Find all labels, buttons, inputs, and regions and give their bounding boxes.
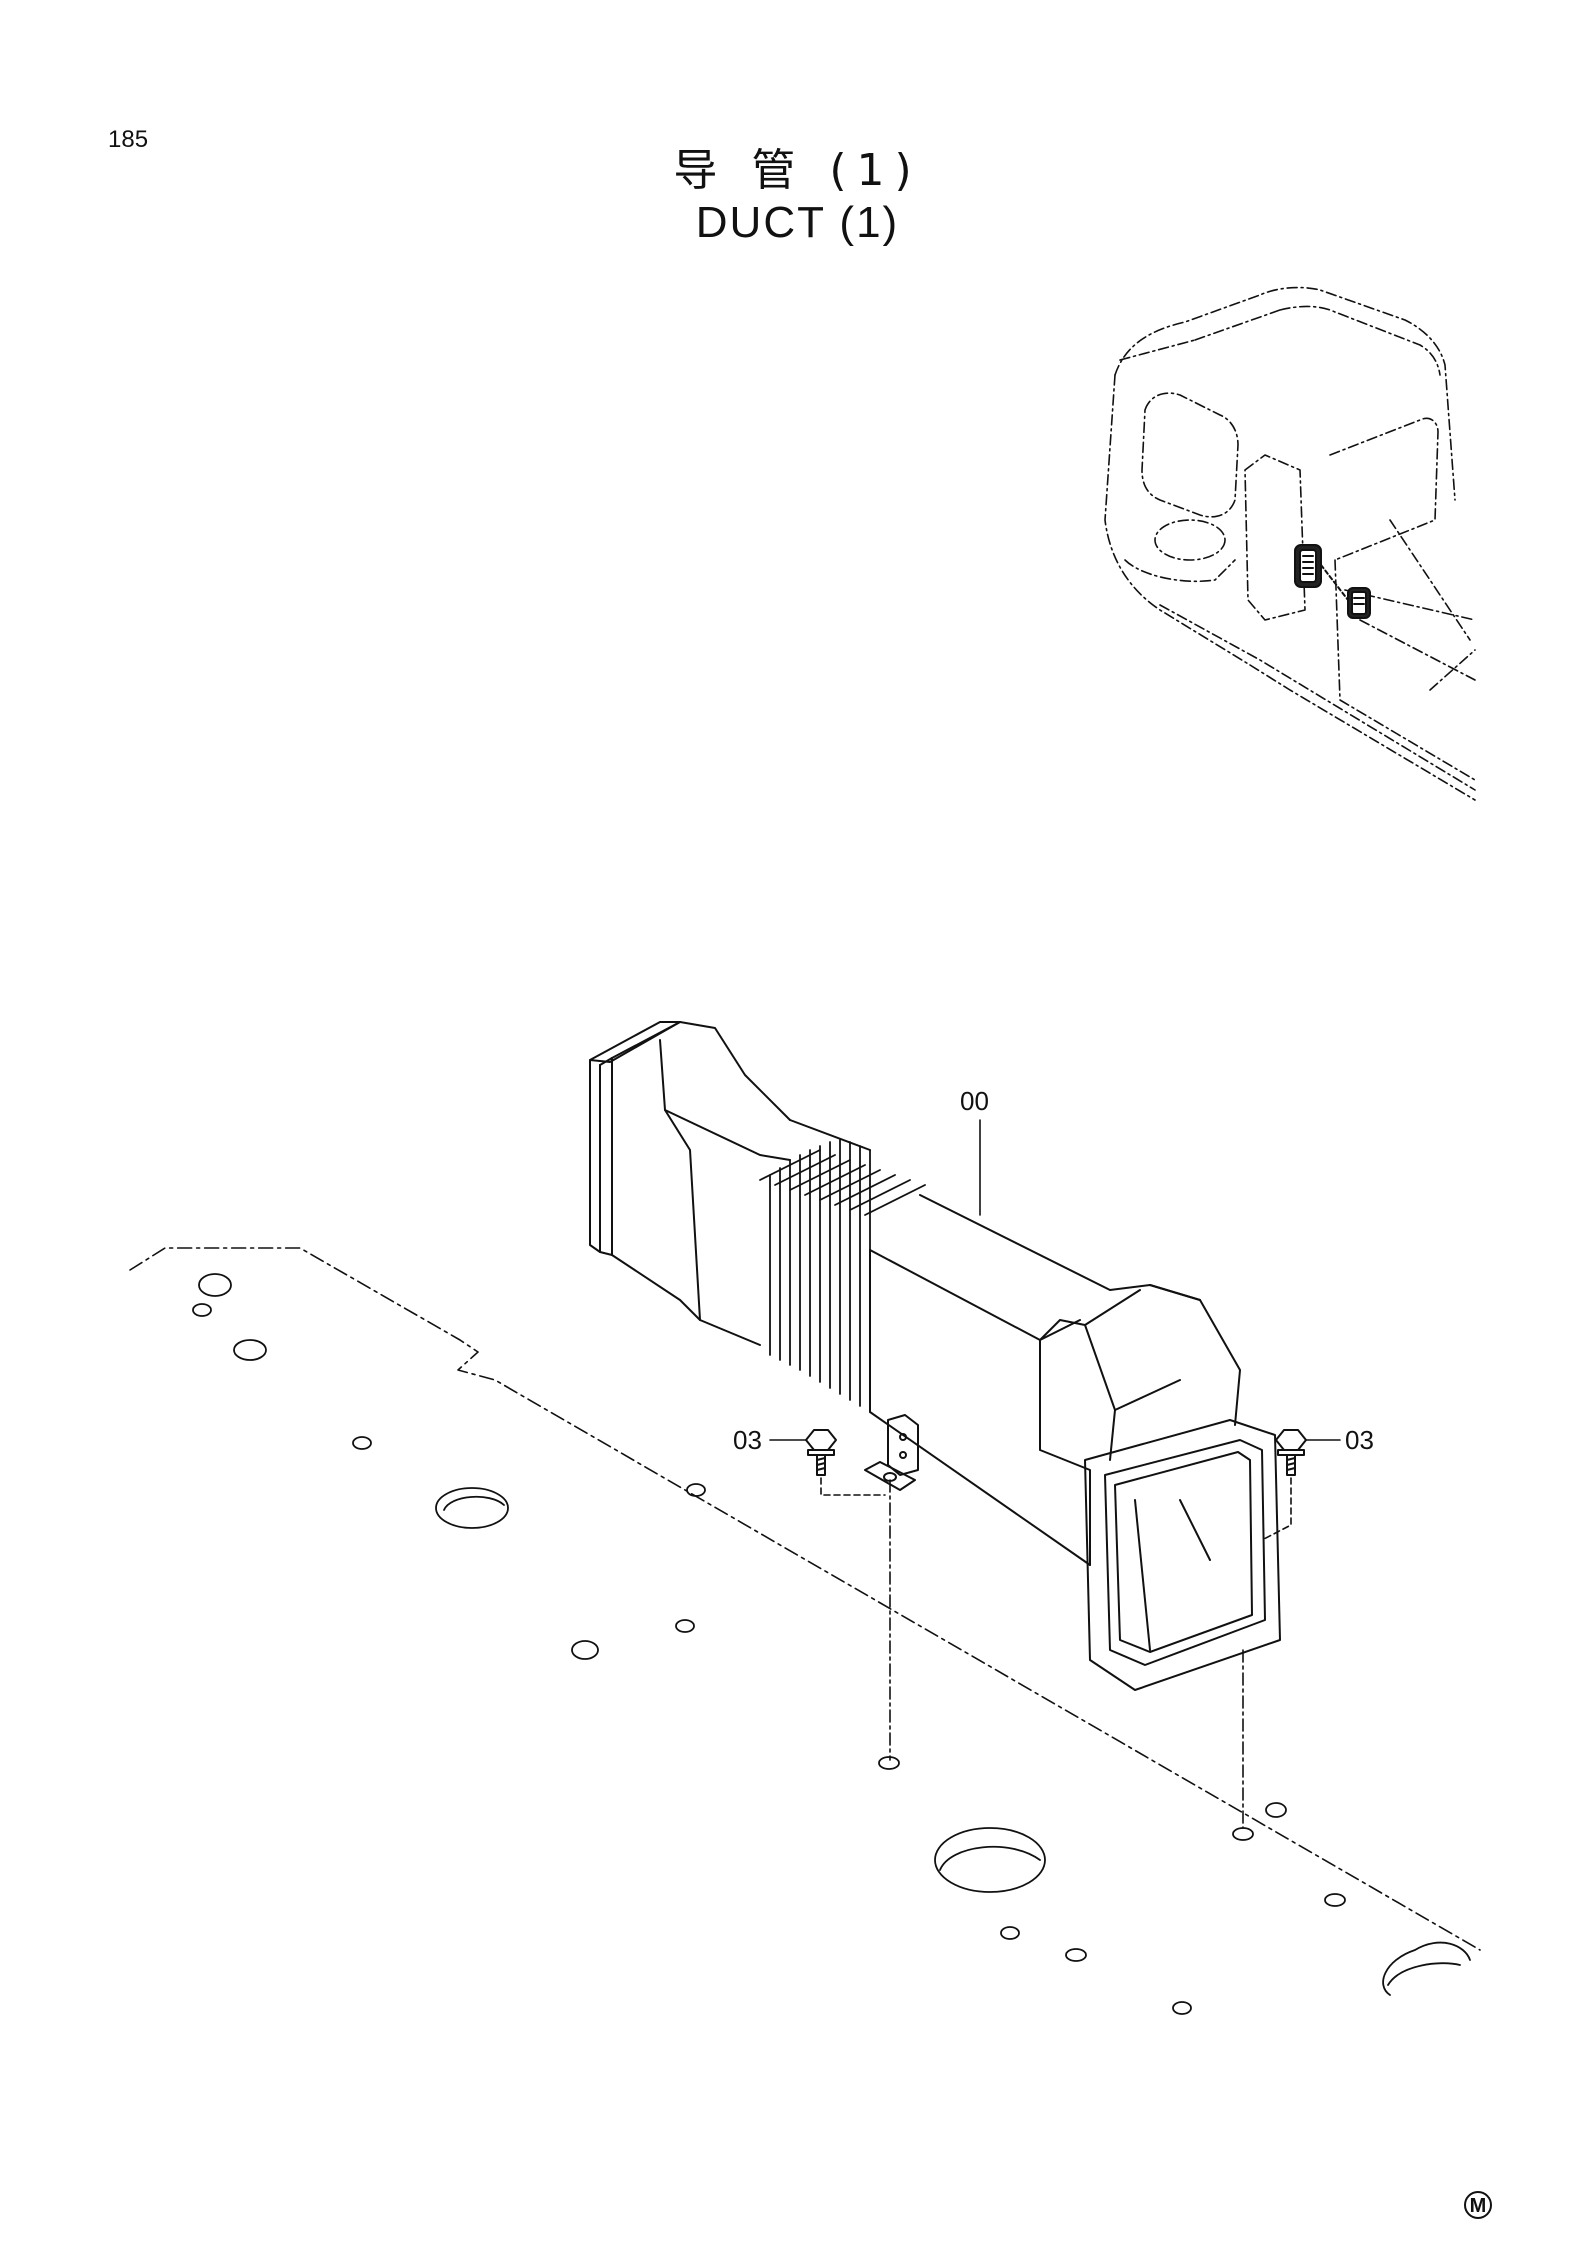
title-english: DUCT (1) [695, 198, 900, 247]
mounting-bracket [864, 1414, 919, 1491]
callout-bolt-right: 03 [1345, 1425, 1374, 1455]
duct-location-highlight [1294, 544, 1371, 619]
bolt-left [805, 1429, 837, 1476]
duct-assembly [589, 1021, 1281, 1691]
page-number: 185 [108, 126, 149, 153]
footer-mark: M [1464, 2191, 1492, 2219]
bolt-right [1275, 1429, 1307, 1476]
callout-main-duct: 00 [960, 1086, 989, 1116]
footer-mark-letter: M [1470, 2195, 1487, 2217]
page-title: 导 管 (1) DUCT (1) [0, 145, 1595, 249]
callout-bolt-left: 03 [733, 1425, 762, 1455]
outlet-flange [1084, 1419, 1281, 1691]
leader-lines [769, 1119, 1341, 1829]
cab-locator-view [1104, 286, 1476, 801]
floor-plate [129, 1247, 1481, 1951]
floor-plate-holes [192, 1273, 1471, 2015]
title-chinese: 导 管 (1) [673, 145, 922, 196]
bellows-folds [759, 1139, 926, 1413]
